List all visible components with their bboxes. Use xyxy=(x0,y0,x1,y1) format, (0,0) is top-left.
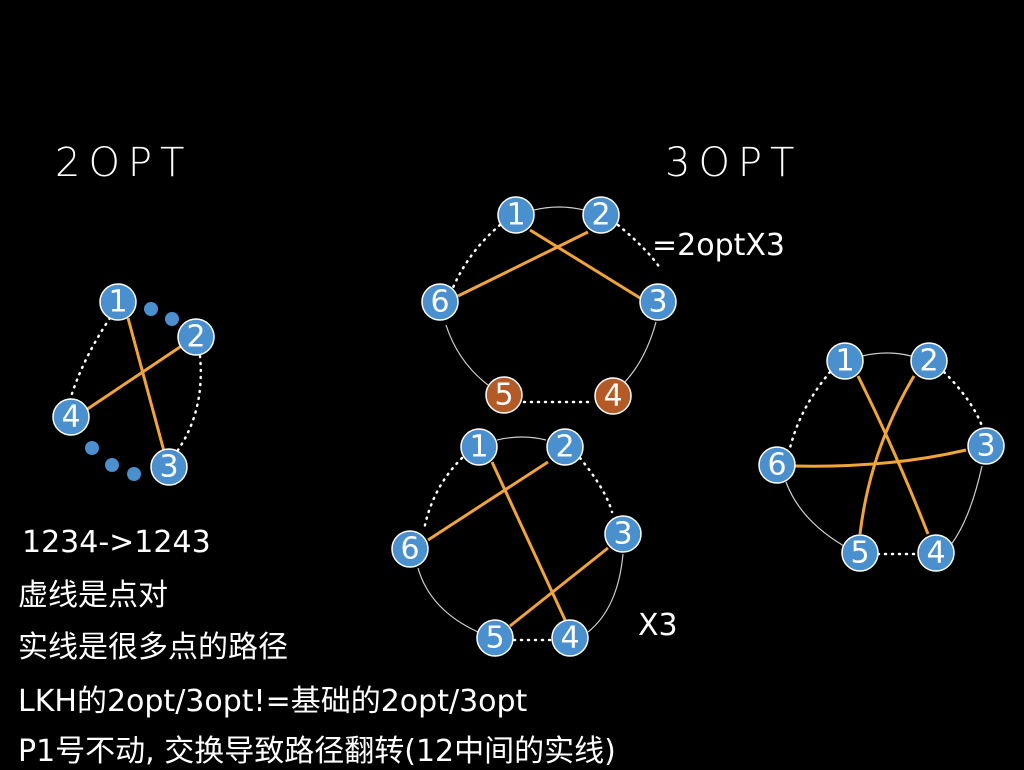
svg-text:4: 4 xyxy=(61,400,80,435)
svg-text:3: 3 xyxy=(648,285,667,320)
svg-text:2: 2 xyxy=(555,430,574,465)
node-1: 1 xyxy=(826,342,864,380)
svg-text:6: 6 xyxy=(767,448,786,483)
node-2: 2 xyxy=(177,318,215,356)
svg-text:1: 1 xyxy=(108,285,127,320)
node-4: 4 xyxy=(52,398,90,436)
diagram-3opt-a: 1 2 6 3 5 4 xyxy=(421,196,677,415)
node-3: 3 xyxy=(639,283,677,321)
node-5: 5 xyxy=(841,534,879,572)
diagram-3opt-c: 1 2 6 3 5 4 xyxy=(758,342,1005,572)
node-1: 1 xyxy=(99,283,137,321)
svg-text:3: 3 xyxy=(159,450,178,485)
node-5: 5 xyxy=(476,619,514,657)
annotation-x3: X3 xyxy=(638,608,678,643)
node-2: 2 xyxy=(582,196,620,234)
path-bead xyxy=(105,458,119,472)
note-sequence: 1234->1243 xyxy=(22,525,211,560)
edge-path-2-6 xyxy=(427,460,549,542)
edge-thin-6-5 xyxy=(417,567,479,633)
node-3: 3 xyxy=(150,448,188,486)
svg-text:3: 3 xyxy=(976,429,995,464)
svg-text:5: 5 xyxy=(850,536,869,571)
title-3opt: 3OPT xyxy=(665,140,803,186)
svg-text:5: 5 xyxy=(485,621,504,656)
edge-path-3-5 xyxy=(509,546,609,628)
edge-thin-3-4 xyxy=(587,553,624,633)
diagram-2opt: 1 2 4 3 xyxy=(52,283,215,486)
node-1: 1 xyxy=(497,196,535,234)
node-3: 3 xyxy=(604,515,642,553)
edge-dashed-1-4 xyxy=(68,316,112,402)
edge-dashed-2-3 xyxy=(578,456,614,514)
edge-dashed-1-6 xyxy=(788,370,832,450)
edge-thin-1-2 xyxy=(496,436,547,441)
annotation-eq-2optx3: =2optX3 xyxy=(652,228,786,263)
svg-text:2: 2 xyxy=(919,344,938,379)
svg-text:4: 4 xyxy=(560,621,579,656)
svg-text:1: 1 xyxy=(835,344,854,379)
node-2: 2 xyxy=(546,428,584,466)
edge-dashed-1-6 xyxy=(422,456,464,532)
edge-path-2-5 xyxy=(858,375,916,535)
edge-thin-1-2 xyxy=(533,206,585,211)
note-lkh-comparison: LKH的2opt/3opt!=基础的2opt/3opt xyxy=(18,684,528,719)
svg-text:2: 2 xyxy=(186,320,205,355)
svg-text:1: 1 xyxy=(469,430,488,465)
edge-dashed-2-3 xyxy=(176,354,203,452)
node-6: 6 xyxy=(421,283,459,321)
svg-text:6: 6 xyxy=(430,285,449,320)
edge-thin-6-5 xyxy=(785,481,845,547)
edge-thin-1-2 xyxy=(861,352,912,357)
edge-path-6-3 xyxy=(793,448,967,468)
edge-path-1-3 xyxy=(529,228,641,300)
path-bead xyxy=(165,312,179,326)
svg-text:1: 1 xyxy=(506,198,525,233)
edge-dashed-2-3 xyxy=(616,223,662,270)
svg-text:3: 3 xyxy=(613,517,632,552)
path-bead xyxy=(144,302,158,316)
edge-path-4-2 xyxy=(85,343,184,412)
node-3: 3 xyxy=(967,427,1005,465)
svg-text:4: 4 xyxy=(603,379,622,414)
svg-text:2: 2 xyxy=(591,198,610,233)
edge-path-2-6 xyxy=(457,230,589,298)
node-4-highlight: 4 xyxy=(594,377,632,415)
node-4: 4 xyxy=(551,619,589,657)
edge-path-1-4 xyxy=(856,375,930,535)
diagram-3opt-b: 1 2 6 3 5 4 xyxy=(391,428,642,657)
node-6: 6 xyxy=(391,530,429,568)
node-2: 2 xyxy=(910,342,948,380)
edge-thin-3-4 xyxy=(621,321,657,386)
edge-dashed-2-3 xyxy=(942,370,984,428)
path-bead xyxy=(85,441,99,455)
note-p1-fixed: P1号不动, 交换导致路径翻转(12中间的实线) xyxy=(18,734,616,769)
path-bead xyxy=(127,467,141,481)
note-solid-meaning: 实线是很多点的路径 xyxy=(18,630,288,665)
node-5-highlight: 5 xyxy=(485,376,523,414)
edge-thin-6-5 xyxy=(445,324,489,386)
node-4: 4 xyxy=(917,534,955,572)
edge-path-1-3 xyxy=(126,317,167,456)
edge-thin-3-4 xyxy=(949,465,983,547)
svg-text:6: 6 xyxy=(400,532,419,567)
title-2opt: 2OPT xyxy=(55,140,193,186)
edge-path-1-4 xyxy=(490,461,568,623)
node-6: 6 xyxy=(758,446,796,484)
node-1: 1 xyxy=(460,428,498,466)
svg-text:5: 5 xyxy=(494,378,513,413)
svg-text:4: 4 xyxy=(926,536,945,571)
edge-dashed-1-6 xyxy=(450,223,502,292)
note-dashed-meaning: 虚线是点对 xyxy=(18,578,168,613)
